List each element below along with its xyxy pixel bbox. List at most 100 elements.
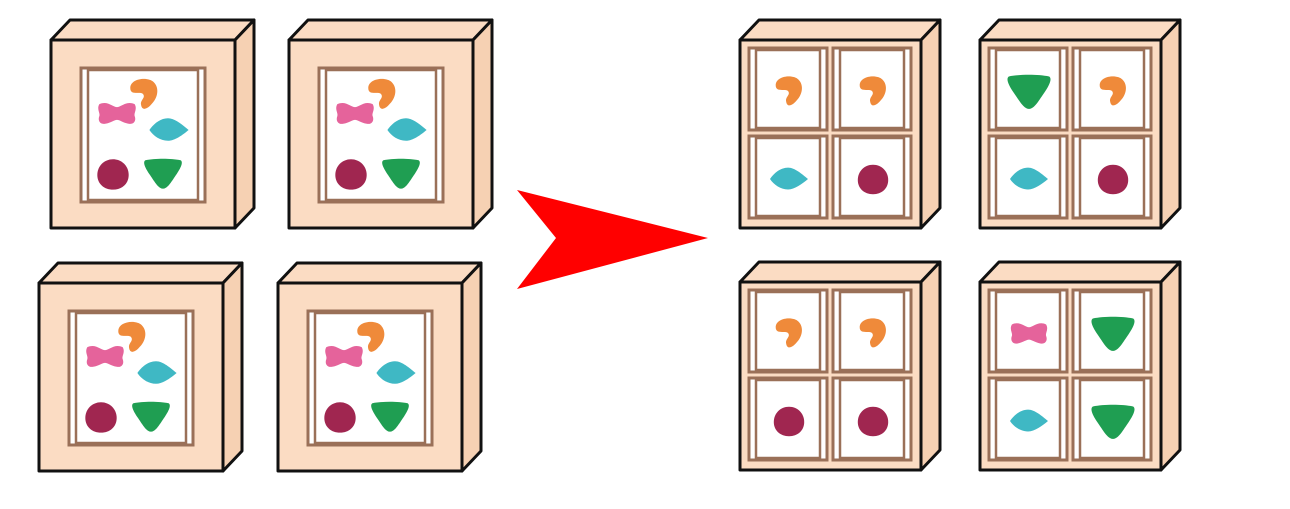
triangle-shape bbox=[1091, 404, 1135, 439]
bowtie-shape bbox=[98, 102, 136, 124]
triangle-shape bbox=[371, 401, 409, 432]
service-pane-3 bbox=[747, 376, 829, 462]
pane-inner-frame bbox=[324, 68, 438, 202]
pane-inner-frame bbox=[1078, 48, 1146, 130]
service-pane-4 bbox=[1071, 376, 1153, 462]
box-side-face bbox=[221, 261, 244, 473]
box-top-face bbox=[978, 260, 1182, 284]
triangle-shape bbox=[382, 158, 420, 189]
circle-shape bbox=[773, 406, 805, 437]
pane-inner-frame bbox=[838, 378, 906, 460]
service-pane-4 bbox=[831, 134, 913, 220]
pane-inner-frame bbox=[838, 48, 906, 130]
service-pane-2 bbox=[831, 46, 913, 132]
box-side-face bbox=[1159, 18, 1182, 230]
diamond-shape bbox=[1010, 409, 1048, 432]
triangle-shape bbox=[1007, 74, 1051, 109]
box-top-face bbox=[49, 18, 256, 42]
pane-inner-frame bbox=[994, 290, 1062, 372]
service-pane-3 bbox=[747, 134, 829, 220]
pane-outer-frame bbox=[1071, 134, 1153, 220]
bowtie-shape bbox=[325, 345, 363, 367]
circle-shape bbox=[335, 159, 367, 190]
blob-shape bbox=[130, 78, 158, 109]
box-top-face bbox=[37, 261, 244, 285]
blob-shape bbox=[368, 78, 396, 109]
circle-shape bbox=[1097, 164, 1129, 195]
bowtie-shape bbox=[1010, 323, 1048, 344]
pane-inner-frame bbox=[313, 311, 427, 445]
pane-inner-frame bbox=[754, 378, 822, 460]
service-pane-4 bbox=[1071, 134, 1153, 220]
monolith-box-1 bbox=[49, 18, 256, 230]
blob-shape bbox=[1099, 76, 1126, 106]
pane-inner-frame bbox=[754, 48, 822, 130]
service-pane-1 bbox=[987, 46, 1069, 132]
monolith-pane bbox=[317, 66, 445, 204]
circle-shape bbox=[857, 164, 889, 195]
right-group bbox=[738, 18, 1182, 472]
pane-outer-frame bbox=[987, 46, 1069, 132]
bowtie-shape bbox=[86, 345, 124, 367]
box-side-face bbox=[233, 18, 256, 230]
monolith-box-4 bbox=[276, 261, 483, 473]
transform-arrow bbox=[517, 190, 708, 289]
monolith-box-3 bbox=[37, 261, 244, 473]
diamond-shape bbox=[137, 361, 177, 384]
blob-shape bbox=[775, 76, 802, 106]
pane-inner-frame bbox=[86, 68, 200, 202]
box-side-face bbox=[919, 18, 942, 230]
pane-inner-frame bbox=[1078, 290, 1146, 372]
blob-shape bbox=[357, 321, 385, 352]
box-top-face bbox=[738, 260, 942, 284]
pane-inner-frame bbox=[994, 378, 1062, 460]
split-box-3 bbox=[738, 260, 942, 472]
service-pane-3 bbox=[987, 376, 1069, 462]
pane-inner-frame bbox=[994, 136, 1062, 218]
triangle-shape bbox=[144, 158, 182, 189]
box-top-face bbox=[978, 18, 1182, 42]
bowtie-shape bbox=[336, 102, 374, 124]
pane-inner-frame bbox=[754, 136, 822, 218]
service-pane-1 bbox=[747, 46, 829, 132]
monolith-box-2 bbox=[287, 18, 494, 230]
blob-shape bbox=[859, 318, 886, 348]
service-pane-3 bbox=[987, 134, 1069, 220]
triangle-shape bbox=[1091, 316, 1135, 351]
box-side-face bbox=[460, 261, 483, 473]
service-pane-1 bbox=[747, 288, 829, 374]
pane-inner-frame bbox=[838, 136, 906, 218]
monolith-pane bbox=[79, 66, 207, 204]
diamond-shape bbox=[387, 118, 427, 141]
pane-inner-frame bbox=[1078, 378, 1146, 460]
diamond-shape bbox=[1010, 167, 1048, 190]
service-pane-2 bbox=[1071, 46, 1153, 132]
diamond-shape bbox=[149, 118, 189, 141]
blob-shape bbox=[775, 318, 802, 348]
split-box-1 bbox=[738, 18, 942, 230]
left-group bbox=[37, 18, 494, 473]
pane-inner-frame bbox=[994, 48, 1062, 130]
split-box-2 bbox=[978, 18, 1182, 230]
service-pane-1 bbox=[987, 288, 1069, 374]
blob-shape bbox=[118, 321, 146, 352]
pane-inner-frame bbox=[74, 311, 188, 445]
box-side-face bbox=[1159, 260, 1182, 472]
monolith-pane bbox=[67, 309, 195, 447]
service-pane-4 bbox=[831, 376, 913, 462]
box-top-face bbox=[738, 18, 942, 42]
blob-shape bbox=[859, 76, 886, 106]
diamond-shape bbox=[376, 361, 416, 384]
monolith-pane bbox=[306, 309, 434, 447]
pane-inner-frame bbox=[838, 290, 906, 372]
circle-shape bbox=[324, 402, 356, 433]
box-top-face bbox=[276, 261, 483, 285]
arrow-group bbox=[517, 190, 708, 289]
triangle-shape bbox=[132, 401, 170, 432]
circle-shape bbox=[85, 402, 117, 433]
pane-inner-frame bbox=[1078, 136, 1146, 218]
box-side-face bbox=[471, 18, 494, 230]
box-side-face bbox=[919, 260, 942, 472]
split-box-4 bbox=[978, 260, 1182, 472]
